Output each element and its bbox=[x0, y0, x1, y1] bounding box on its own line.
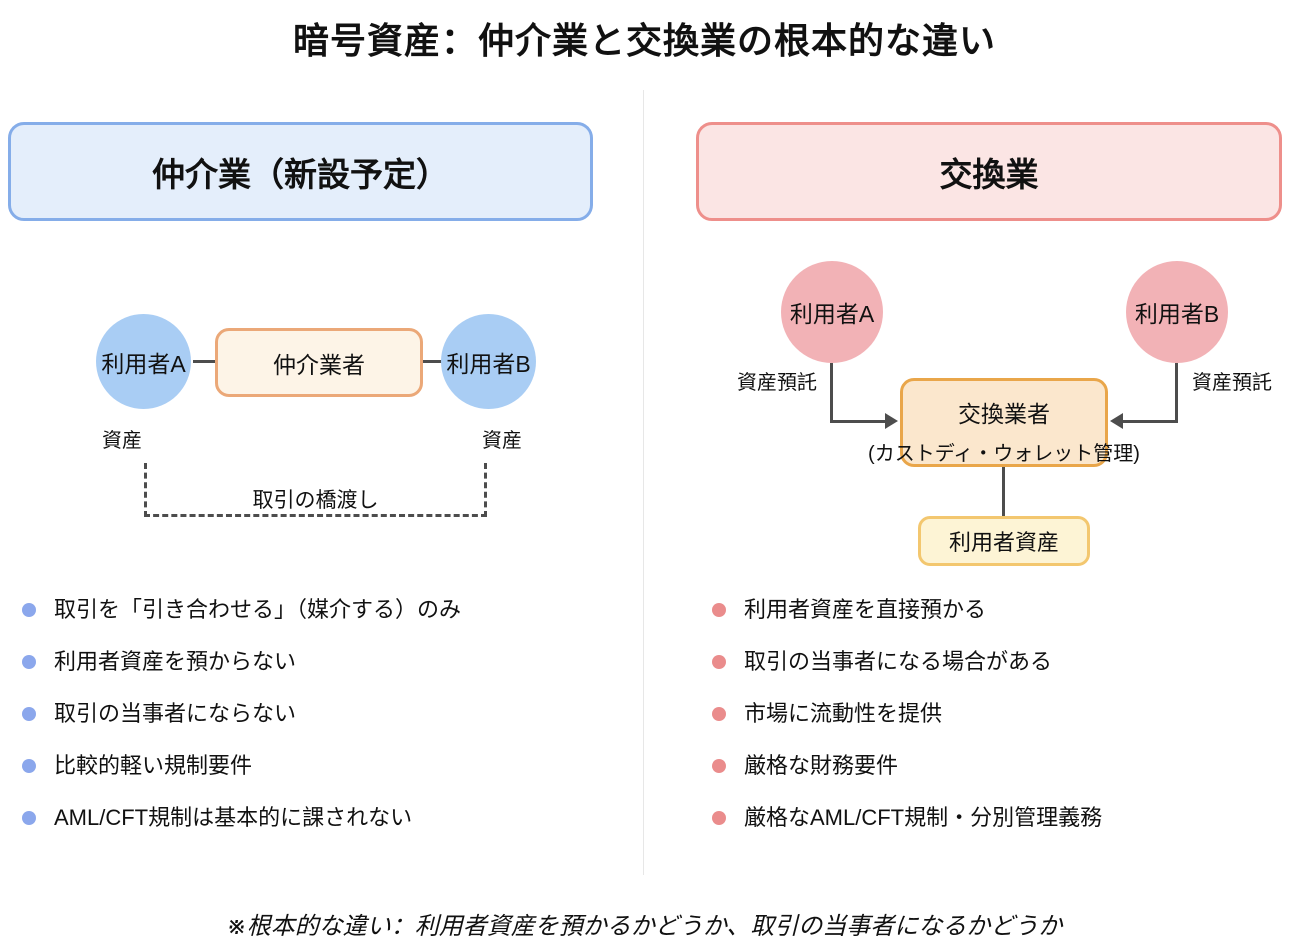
right-header-label: 交換業 bbox=[939, 155, 1039, 193]
broker-node: 仲介業者 bbox=[215, 328, 423, 397]
exchange-sub-label: (カストディ・ウォレット管理) bbox=[868, 443, 1140, 465]
left-bullet-list: 取引を「引き合わせる」（媒介する）のみ 利用者資産を預からない 取引の当事者にな… bbox=[22, 595, 622, 855]
left-asset-a-label: 資産 bbox=[102, 430, 142, 452]
bullet-dot-icon bbox=[22, 603, 36, 617]
exchange-assets-connector bbox=[1002, 467, 1005, 517]
right-bullet-1: 利用者資産を直接預かる bbox=[744, 597, 987, 622]
bridge-dashed-bracket bbox=[144, 463, 487, 517]
bullet-dot-icon bbox=[22, 707, 36, 721]
broker-label: 仲介業者 bbox=[273, 351, 365, 378]
user-assets-label: 利用者資産 bbox=[948, 530, 1059, 555]
list-item: AML/CFT規制は基本的に課されない bbox=[22, 803, 622, 833]
bullet-dot-icon bbox=[712, 655, 726, 669]
list-item: 厳格な財務要件 bbox=[712, 751, 1272, 781]
left-user-a-node: 利用者A bbox=[96, 314, 191, 409]
right-bullet-3: 市場に流動性を提供 bbox=[744, 701, 943, 726]
user-assets-node: 利用者資産 bbox=[918, 516, 1090, 566]
right-user-b-node: 利用者B bbox=[1126, 261, 1228, 363]
left-bullet-1: 取引を「引き合わせる」（媒介する）のみ bbox=[54, 597, 462, 622]
list-item: 市場に流動性を提供 bbox=[712, 699, 1272, 729]
bullet-dot-icon bbox=[22, 759, 36, 773]
bridge-label: 取引の橋渡し bbox=[252, 489, 379, 512]
bullet-dot-icon bbox=[712, 603, 726, 617]
left-bullet-2: 利用者資産を預からない bbox=[54, 649, 297, 674]
arrow-left-icon bbox=[1110, 413, 1123, 429]
deposit-b-label: 資産預託 bbox=[1192, 372, 1272, 394]
bullet-dot-icon bbox=[712, 811, 726, 825]
list-item: 取引の当事者になる場合がある bbox=[712, 647, 1272, 677]
left-column-header: 仲介業（新設予定） bbox=[8, 122, 593, 221]
right-connector-a-vertical bbox=[830, 363, 833, 423]
left-bullet-5: AML/CFT規制は基本的に課されない bbox=[54, 805, 413, 830]
left-user-a-label: 利用者A bbox=[101, 350, 186, 377]
list-item: 利用者資産を預からない bbox=[22, 647, 622, 677]
right-user-a-label: 利用者A bbox=[789, 301, 875, 327]
right-connector-a-horizontal bbox=[830, 420, 886, 423]
bullet-dot-icon bbox=[712, 759, 726, 773]
right-user-b-label: 利用者B bbox=[1134, 301, 1220, 327]
left-user-b-label: 利用者B bbox=[446, 350, 531, 377]
left-bullet-4: 比較的軽い規制要件 bbox=[54, 753, 253, 778]
right-bullet-4: 厳格な財務要件 bbox=[744, 753, 899, 778]
list-item: 利用者資産を直接預かる bbox=[712, 595, 1272, 625]
left-connector-a bbox=[193, 360, 215, 363]
exchange-node: 交換業者 bbox=[900, 378, 1108, 467]
list-item: 取引を「引き合わせる」（媒介する）のみ bbox=[22, 595, 622, 625]
deposit-a-label: 資産預託 bbox=[737, 372, 817, 394]
left-bullet-3: 取引の当事者にならない bbox=[54, 701, 297, 726]
list-item: 厳格なAML/CFT規制・分別管理義務 bbox=[712, 803, 1272, 833]
left-asset-b-label: 資産 bbox=[482, 430, 522, 452]
left-connector-b bbox=[423, 360, 445, 363]
page-title: 暗号資産：仲介業と交換業の根本的な違い bbox=[292, 20, 996, 61]
right-connector-b-vertical bbox=[1175, 363, 1178, 423]
right-user-a-node: 利用者A bbox=[781, 261, 883, 363]
column-divider bbox=[643, 90, 644, 875]
arrow-right-icon bbox=[885, 413, 898, 429]
exchange-label: 交換業者 bbox=[958, 401, 1050, 427]
left-header-label: 仲介業（新設予定） bbox=[152, 155, 449, 193]
list-item: 取引の当事者にならない bbox=[22, 699, 622, 729]
bullet-dot-icon bbox=[22, 811, 36, 825]
left-user-b-node: 利用者B bbox=[441, 314, 536, 409]
right-column-header: 交換業 bbox=[696, 122, 1282, 221]
bullet-dot-icon bbox=[22, 655, 36, 669]
right-bullet-list: 利用者資産を直接預かる 取引の当事者になる場合がある 市場に流動性を提供 厳格な… bbox=[712, 595, 1272, 855]
right-bullet-2: 取引の当事者になる場合がある bbox=[744, 649, 1053, 674]
list-item: 比較的軽い規制要件 bbox=[22, 751, 622, 781]
bullet-dot-icon bbox=[712, 707, 726, 721]
right-bullet-5: 厳格なAML/CFT規制・分別管理義務 bbox=[744, 805, 1103, 830]
footnote: ※根本的な違い：利用者資産を預かるかどうか、取引の当事者になるかどうか bbox=[226, 913, 1063, 940]
right-connector-b-horizontal bbox=[1122, 420, 1178, 423]
